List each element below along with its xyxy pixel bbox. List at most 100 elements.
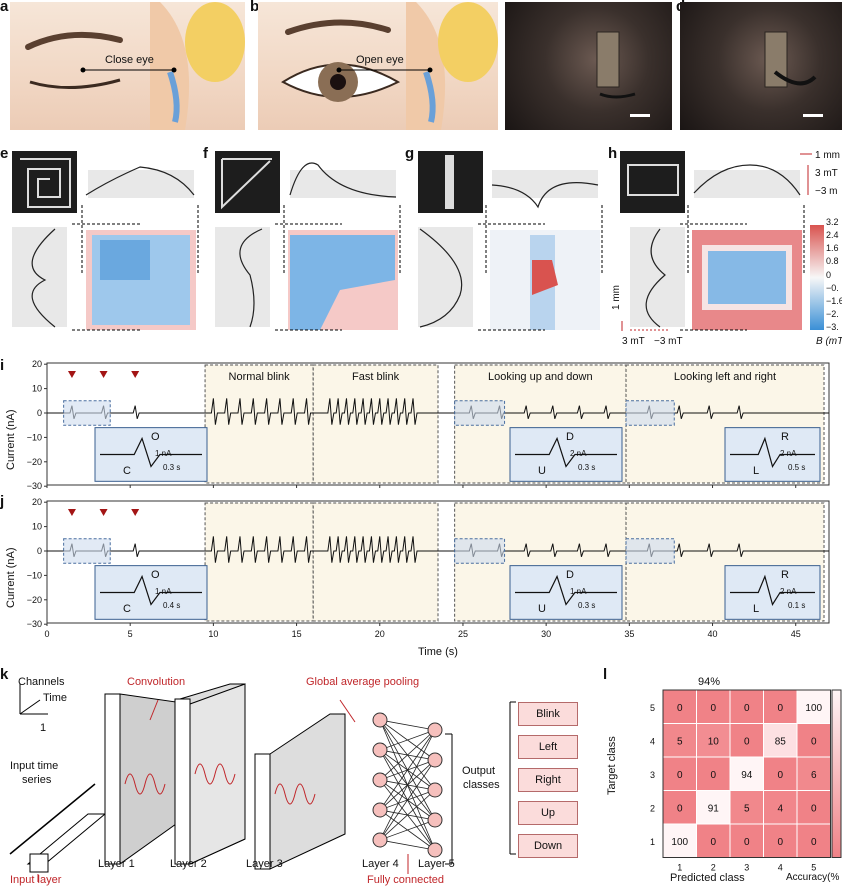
row-label: 4 [650, 736, 655, 746]
event-marker [131, 371, 140, 378]
matrix-value: 4 [777, 803, 783, 814]
y-tick-label: −30 [27, 619, 42, 629]
event-marker [99, 509, 108, 516]
h-scale-vert-mm: 1 mm [611, 285, 622, 310]
col-label: 3 [744, 863, 749, 873]
y-tick-label: −20 [27, 595, 42, 605]
matrix-value: 0 [710, 703, 716, 714]
open-eye-label: Open eye [356, 54, 404, 66]
time-axis-label: Time (s) [418, 646, 458, 658]
col-label: 4 [778, 863, 783, 873]
colorbar-tick: 2.4 [826, 230, 839, 241]
i-inset-scale: 2 nA [780, 449, 797, 458]
device-closed-eye-photo [505, 2, 672, 130]
inset-trace [100, 574, 202, 606]
fc-edge [379, 759, 436, 841]
fc-edge [379, 719, 436, 731]
i-inset-label: O [151, 431, 160, 443]
neuron-node [372, 802, 388, 818]
h-scale-bottom-neg: −3 mT [654, 336, 683, 347]
ylabel-i: Current (nA) [5, 409, 17, 470]
sem-image-h [620, 151, 685, 213]
confusion-ylabel: Target class [606, 736, 618, 795]
output-class-down: Down [518, 834, 578, 858]
colorbar-tick: −3. [826, 322, 839, 332]
matrix-value: 0 [744, 703, 750, 714]
matrix-value: 91 [708, 803, 720, 814]
confusion-title: 94% [698, 676, 721, 688]
i-inset-scale: 0.3 s [578, 463, 596, 472]
inset-trace [515, 574, 617, 606]
neuron-node [372, 742, 388, 758]
matrix-cell [796, 689, 831, 724]
field-colorbar [810, 225, 824, 330]
neuron-node [372, 712, 388, 728]
matrix-value: 0 [677, 803, 683, 814]
j-inset-scale: 2 nA [780, 587, 797, 596]
panel-label-f: f [203, 145, 208, 162]
confusion-xlabel: Predicted class [670, 872, 745, 884]
x-tick-label: 25 [458, 629, 468, 639]
neuron-node [427, 812, 443, 828]
layer5-label: Layer 5 [418, 858, 455, 870]
segment-box [204, 502, 314, 622]
colorbar-unit: B (mT [816, 336, 842, 347]
i-inset-label: R [781, 431, 789, 443]
open-eye-illustration [258, 2, 498, 130]
neuron-node [427, 782, 443, 798]
matrix-value: 5 [677, 736, 683, 747]
zoom-region [625, 400, 675, 426]
matrix-value: 0 [744, 736, 750, 747]
output-label-1: Output [462, 765, 496, 777]
event-marker [67, 509, 76, 516]
matrix-cell [729, 756, 764, 791]
row-label: 2 [650, 803, 655, 813]
y-tick-label: 20 [32, 359, 42, 369]
layer4-label: Layer 4 [362, 858, 399, 870]
neuron-node [427, 752, 443, 768]
h-scale-mt-top: 3 mT [815, 168, 838, 179]
j-inset-label: L [753, 603, 760, 615]
matrix-value: 0 [744, 837, 750, 848]
device-open-eye-photo [680, 2, 842, 130]
channels-label: Channels [18, 676, 65, 688]
zoom-region [63, 538, 111, 564]
y-tick-label: −10 [27, 432, 42, 442]
matrix-cell [696, 823, 731, 858]
x-tick-label: 45 [791, 629, 801, 639]
closed-eye-illustration [10, 2, 245, 130]
matrix-value: 5 [744, 803, 750, 814]
fc-edge [379, 789, 436, 841]
h-scale-bottom-pos: 3 mT [622, 336, 645, 347]
inset-trace [100, 436, 202, 468]
y-tick-label: 10 [32, 522, 42, 532]
panel-label-h: h [608, 145, 618, 162]
matrix-cell [729, 823, 764, 858]
y-tick-label: −30 [27, 481, 42, 491]
h-scale-mt-bot: −3 m [815, 186, 838, 197]
output-class-right: Right [518, 768, 578, 792]
colorbar-tick: 3.2 [826, 217, 839, 227]
zoom-region [63, 400, 111, 426]
layer3-label: Layer 3 [246, 858, 283, 870]
current-trace [47, 398, 829, 425]
i-inset-label: D [566, 431, 574, 443]
matrix-value: 0 [811, 837, 817, 848]
one-label: 1 [40, 722, 47, 734]
matrix-cell [729, 723, 764, 758]
panel-label-j: j [0, 493, 5, 510]
fc-edge [379, 729, 436, 751]
fc-edge [379, 729, 436, 781]
matrix-value: 0 [811, 736, 817, 747]
colorbar-tick: 0.8 [826, 256, 839, 267]
i-inset-scale: 0.3 s [163, 463, 181, 472]
x-tick-label: 0 [44, 629, 49, 639]
matrix-cell [796, 823, 831, 858]
h-scale-mm: 1 mm [815, 150, 840, 161]
inset-trace [730, 436, 815, 468]
segment-label: Looking left and right [673, 371, 777, 383]
i-inset-scale: 0.5 s [788, 463, 806, 472]
j-inset-scale: 0.4 s [163, 601, 181, 610]
